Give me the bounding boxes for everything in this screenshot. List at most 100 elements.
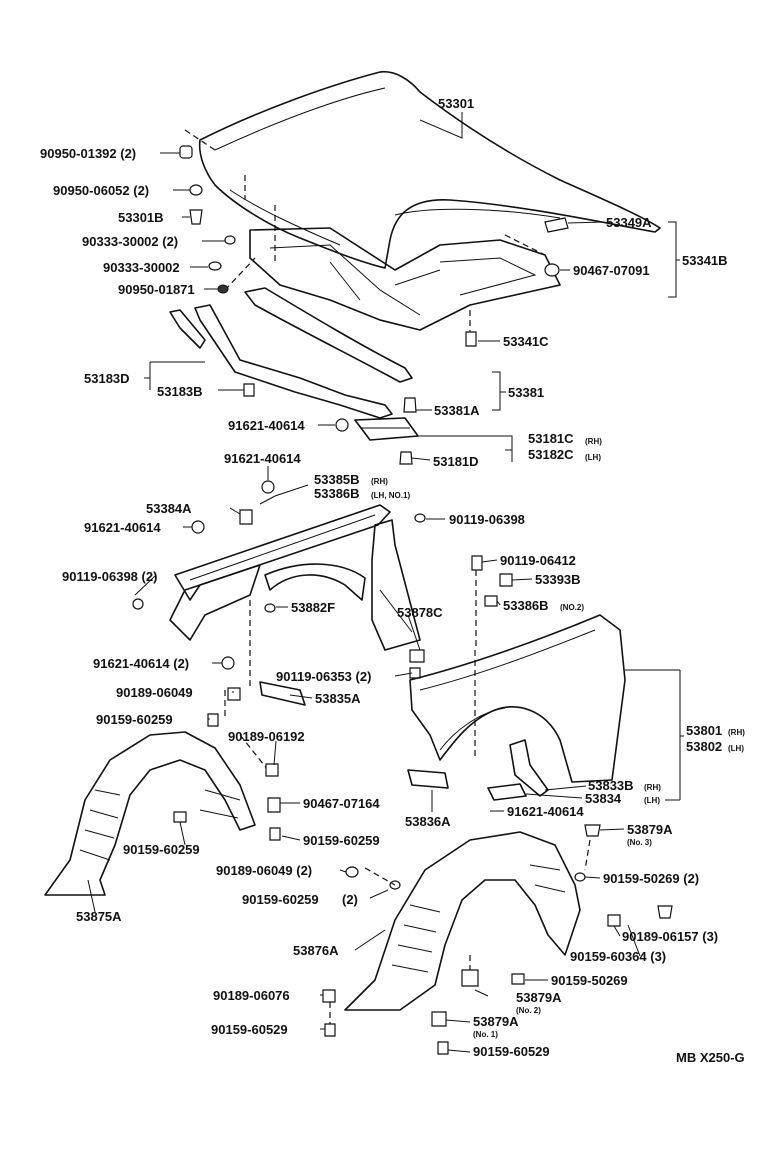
- label-90950-01392: 90950-01392 (2): [40, 146, 136, 161]
- label-90950-06052: 90950-06052 (2): [53, 183, 149, 198]
- label-53183D: 53183D: [84, 371, 130, 386]
- label-53385B-side: (RH): [371, 477, 388, 486]
- part-labels: 53301 90950-01392 (2) 90950-06052 (2) 53…: [40, 96, 745, 1065]
- fender-apron-lower: [169, 519, 421, 651]
- label-53833B: 53833B: [588, 778, 634, 793]
- label-53834-side: (LH): [644, 796, 660, 805]
- label-53835A: 53835A: [315, 691, 361, 706]
- label-90119-06353: 90119-06353 (2): [276, 669, 371, 684]
- hood-leader-dash-1: [184, 129, 216, 151]
- fender-fasteners: [471, 555, 513, 607]
- label-90159-60529-a: 90159-60529: [211, 1022, 288, 1037]
- label-53182C: 53182C: [528, 447, 574, 462]
- label-90333-30002-2: 90333-30002 (2): [82, 234, 178, 249]
- hood-leader-dash-2: [244, 175, 276, 265]
- label-90189-06049-2: 90189-06049 (2): [216, 863, 312, 878]
- hood-seal-rail: [244, 287, 413, 383]
- label-53834: 53834: [585, 791, 622, 806]
- label-53875A: 53875A: [76, 909, 122, 924]
- label-53181C: 53181C: [528, 431, 574, 446]
- label-90189-06192: 90189-06192: [228, 729, 305, 744]
- label-53341C: 53341C: [503, 334, 549, 349]
- label-53381A: 53381A: [434, 403, 480, 418]
- label-90950-01871: 90950-01871: [118, 282, 195, 297]
- label-53801-side: (RH): [728, 728, 745, 737]
- label-53878C: 53878C: [397, 605, 443, 620]
- rail-fasteners: [243, 383, 417, 465]
- label-90189-06049: 90189-06049: [116, 685, 193, 700]
- label-90159-60529-b: 90159-60529: [473, 1044, 550, 1059]
- label-53879A-no2: 53879A: [516, 990, 562, 1005]
- fender-apron-upper: [174, 504, 391, 601]
- label-53879A-no3: 53879A: [627, 822, 673, 837]
- hood-inner-frame: [249, 227, 561, 331]
- fender-leader-dash: [474, 570, 477, 760]
- label-53182C-side: (LH): [585, 453, 601, 462]
- apron-leader-dash: [224, 600, 269, 771]
- label-90159-60259-d: 90159-60259: [242, 892, 319, 907]
- label-53879A-no3-side: (No. 3): [627, 838, 652, 847]
- liner-lh-fasteners: [173, 687, 281, 841]
- label-90333-30002: 90333-30002: [103, 260, 180, 275]
- label-53181D: 53181D: [433, 454, 479, 469]
- label-53386B-no2: 53386B: [503, 598, 549, 613]
- label-90467-07164: 90467-07164: [303, 796, 380, 811]
- label-53386B: 53386B: [314, 486, 360, 501]
- fender-liner-rh: [344, 831, 581, 1011]
- leader-lines: [87, 112, 684, 1053]
- label-53833B-side: (RH): [644, 783, 661, 792]
- label-90159-60259-b: 90159-60259: [303, 833, 380, 848]
- fender-liner-lh: [44, 731, 256, 896]
- label-53341B: 53341B: [682, 253, 728, 268]
- label-53876A: 53876A: [293, 943, 339, 958]
- label-90159-60364: 90159-60364 (3): [570, 949, 666, 964]
- label-53882F: 53882F: [291, 600, 335, 615]
- label-91621-40614-c: 91621-40614: [84, 520, 161, 535]
- hood-panel: [198, 70, 661, 269]
- front-fender: [409, 614, 626, 783]
- label-53836A: 53836A: [405, 814, 451, 829]
- label-90119-06412: 90119-06412: [500, 553, 576, 568]
- label-90119-06398: 90119-06398: [449, 512, 525, 527]
- label-53384A: 53384A: [146, 501, 192, 516]
- label-90467-07091: 90467-07091: [573, 263, 650, 278]
- label-91621-40614-b: 91621-40614: [224, 451, 301, 466]
- label-91621-40614-2: 91621-40614 (2): [93, 656, 189, 671]
- label-53386B-no2-side: (NO.2): [560, 603, 584, 612]
- label-53301: 53301: [438, 96, 474, 111]
- label-53393B: 53393B: [535, 572, 581, 587]
- radiator-support-rail: [169, 304, 393, 419]
- label-53386B-side: (LH, NO.1): [371, 491, 410, 500]
- label-53879A-no1-side: (No. 1): [473, 1030, 498, 1039]
- label-90159-60259-c: 90159-60259: [123, 842, 200, 857]
- label-53801: 53801: [686, 723, 722, 738]
- label-90189-06076: 90189-06076: [213, 988, 290, 1003]
- label-90159-60259-a: 90159-60259: [96, 712, 173, 727]
- label-90159-50269: 90159-50269: [551, 973, 628, 988]
- hood-fasteners: [179, 145, 569, 347]
- label-53349A: 53349A: [606, 215, 652, 230]
- label-90119-06398-2: 90119-06398 (2): [62, 569, 157, 584]
- liner-rh-leader-dash: [329, 839, 591, 1024]
- label-90189-06157: 90189-06157 (3): [622, 929, 718, 944]
- diagram-code: MB X250-G: [676, 1050, 745, 1065]
- cowl-bracket: [354, 417, 419, 441]
- label-53301B: 53301B: [118, 210, 164, 225]
- label-90159-50269-2: 90159-50269 (2): [603, 871, 699, 886]
- label-53879A-no1: 53879A: [473, 1014, 519, 1029]
- label-91621-40614-e: 91621-40614: [507, 804, 584, 819]
- liner-rh-fasteners: [322, 824, 673, 1055]
- label-53381: 53381: [508, 385, 544, 400]
- label-53385B: 53385B: [314, 472, 360, 487]
- label-91621-40614-a: 91621-40614: [228, 418, 305, 433]
- label-53802: 53802: [686, 739, 722, 754]
- hood-leader-dash-5: [504, 234, 546, 256]
- hood-leader-dash-3: [224, 257, 256, 291]
- label-53183B: 53183B: [157, 384, 203, 399]
- label-53879A-no2-side: (No. 2): [516, 1006, 541, 1015]
- label-90159-60259-d-qty: (2): [342, 892, 358, 907]
- label-53802-side: (LH): [728, 744, 744, 753]
- apron-fasteners: [132, 480, 426, 679]
- label-53181C-side: (RH): [585, 437, 602, 446]
